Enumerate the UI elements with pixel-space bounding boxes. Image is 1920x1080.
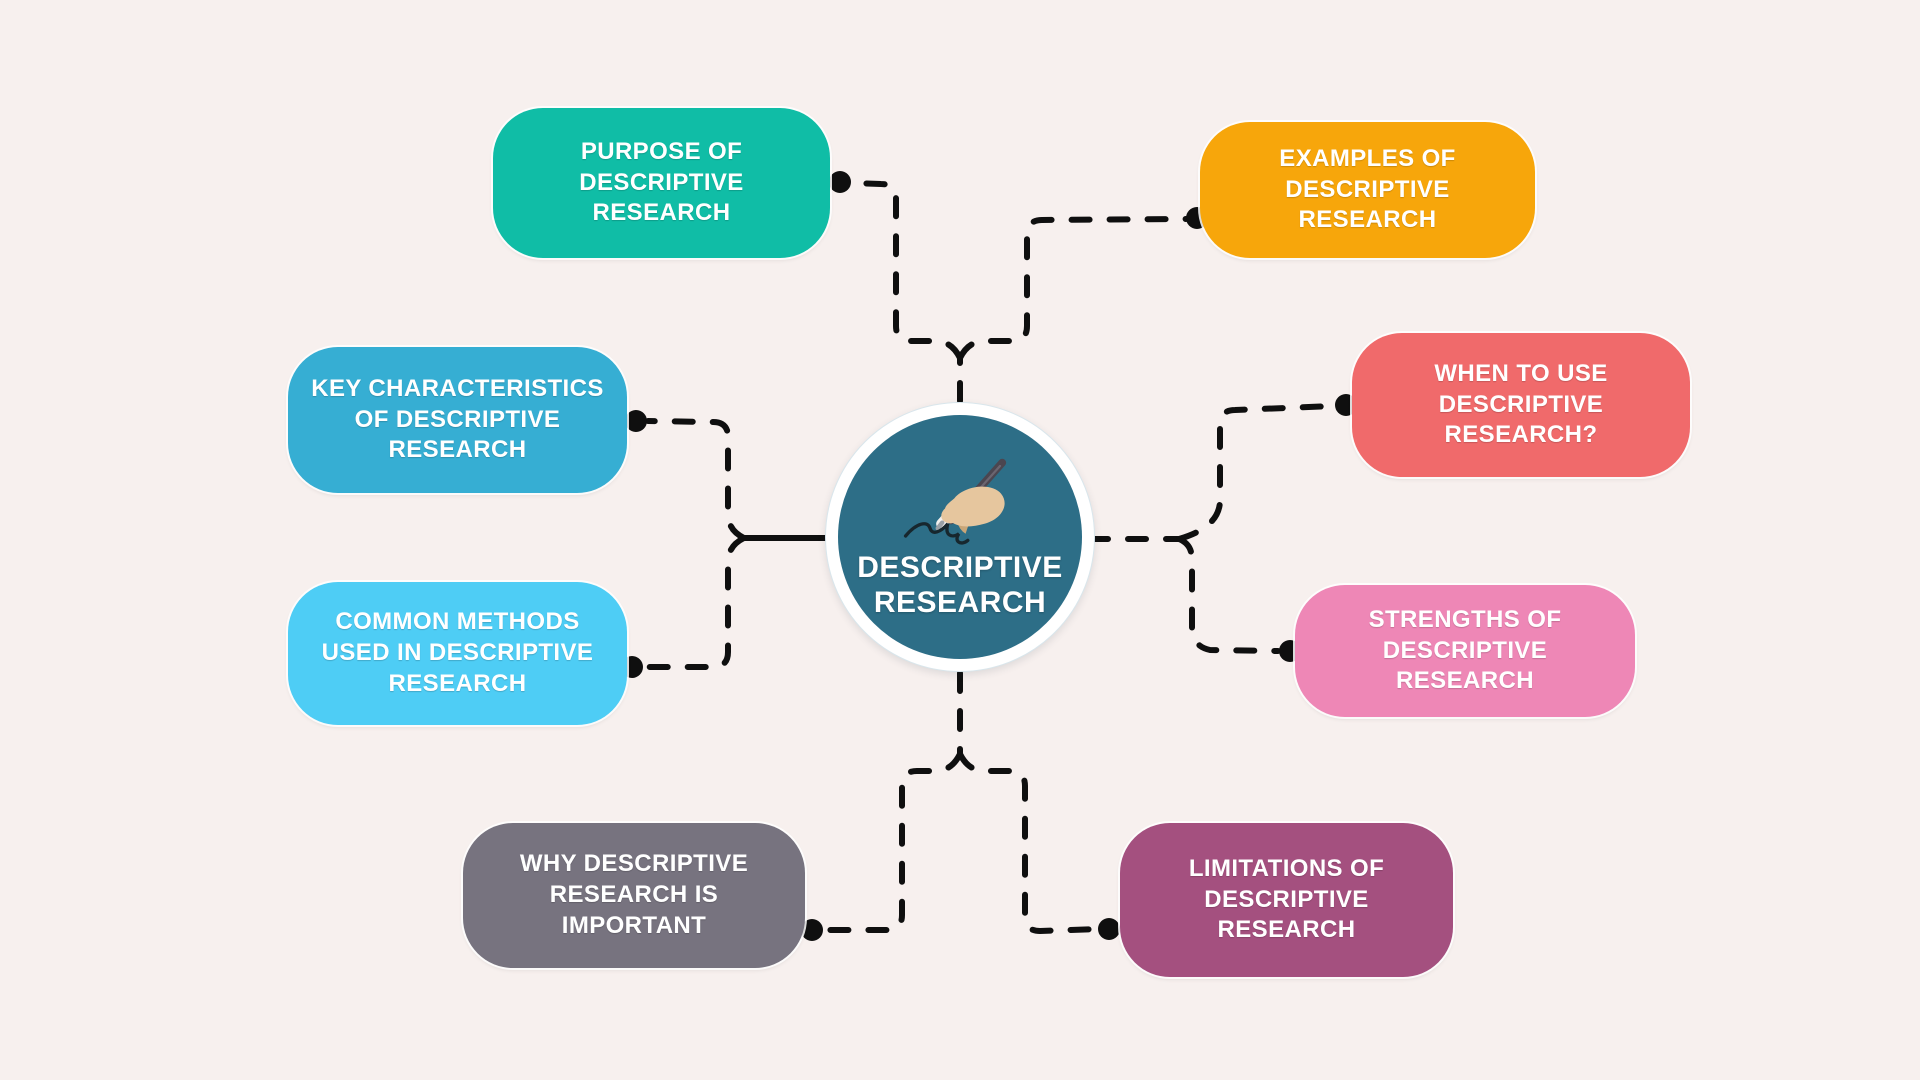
node-key-characteristics: KEY CHARACTERISTICS OF DESCRIPTIVE RESEA… xyxy=(288,347,627,493)
node-when-to-use: WHEN TO USE DESCRIPTIVE RESEARCH? xyxy=(1352,333,1690,477)
node-label: KEY CHARACTERISTICS OF DESCRIPTIVE RESEA… xyxy=(311,374,604,464)
connector-purpose xyxy=(849,180,963,361)
center-node-inner: DESCRIPTIVE RESEARCH xyxy=(838,415,1082,659)
center-title-line2: RESEARCH xyxy=(873,586,1047,619)
center-title-line1: DESCRIPTIVE xyxy=(857,550,1063,584)
connector-strengths xyxy=(1176,536,1281,654)
connector-dot xyxy=(625,410,647,432)
node-label: COMMON METHODS USED IN DESCRIPTIVE RESEA… xyxy=(321,608,594,697)
center-title: DESCRIPTIVE RESEARCH xyxy=(857,550,1063,621)
node-common-methods: COMMON METHODS USED IN DESCRIPTIVE RESEA… xyxy=(288,582,627,725)
connector-dot xyxy=(1098,918,1120,940)
connector-examples xyxy=(957,216,1189,361)
node-purpose: PURPOSE OF DESCRIPTIVE RESEARCH xyxy=(493,108,830,258)
connector-why-important xyxy=(820,751,963,933)
connector-when-to-use xyxy=(1176,403,1337,542)
node-strengths: STRENGTHS OF DESCRIPTIVE RESEARCH xyxy=(1295,585,1635,717)
node-label: WHY DESCRIPTIVE RESEARCH IS IMPORTANT xyxy=(519,850,749,939)
node-label: PURPOSE OF DESCRIPTIVE RESEARCH xyxy=(579,137,744,227)
connector-key-characteristics xyxy=(645,418,747,541)
node-limitations: LIMITATIONS OF DESCRIPTIVE RESEARCH xyxy=(1120,823,1453,977)
connector-limitations xyxy=(957,751,1101,935)
node-label: EXAMPLES OF DESCRIPTIVE RESEARCH xyxy=(1279,144,1456,234)
connector-common-methods xyxy=(641,535,747,670)
node-label: LIMITATIONS OF DESCRIPTIVE RESEARCH xyxy=(1188,854,1385,944)
node-examples: EXAMPLES OF DESCRIPTIVE RESEARCH xyxy=(1200,122,1535,258)
node-why-important: WHY DESCRIPTIVE RESEARCH IS IMPORTANT xyxy=(463,823,805,968)
writing-hand-icon xyxy=(903,458,1007,545)
node-label: WHEN TO USE DESCRIPTIVE RESEARCH? xyxy=(1434,359,1608,449)
node-label: STRENGTHS OF DESCRIPTIVE RESEARCH xyxy=(1368,605,1562,695)
connector-dot xyxy=(829,171,851,193)
center-node: DESCRIPTIVE RESEARCH xyxy=(825,402,1095,672)
